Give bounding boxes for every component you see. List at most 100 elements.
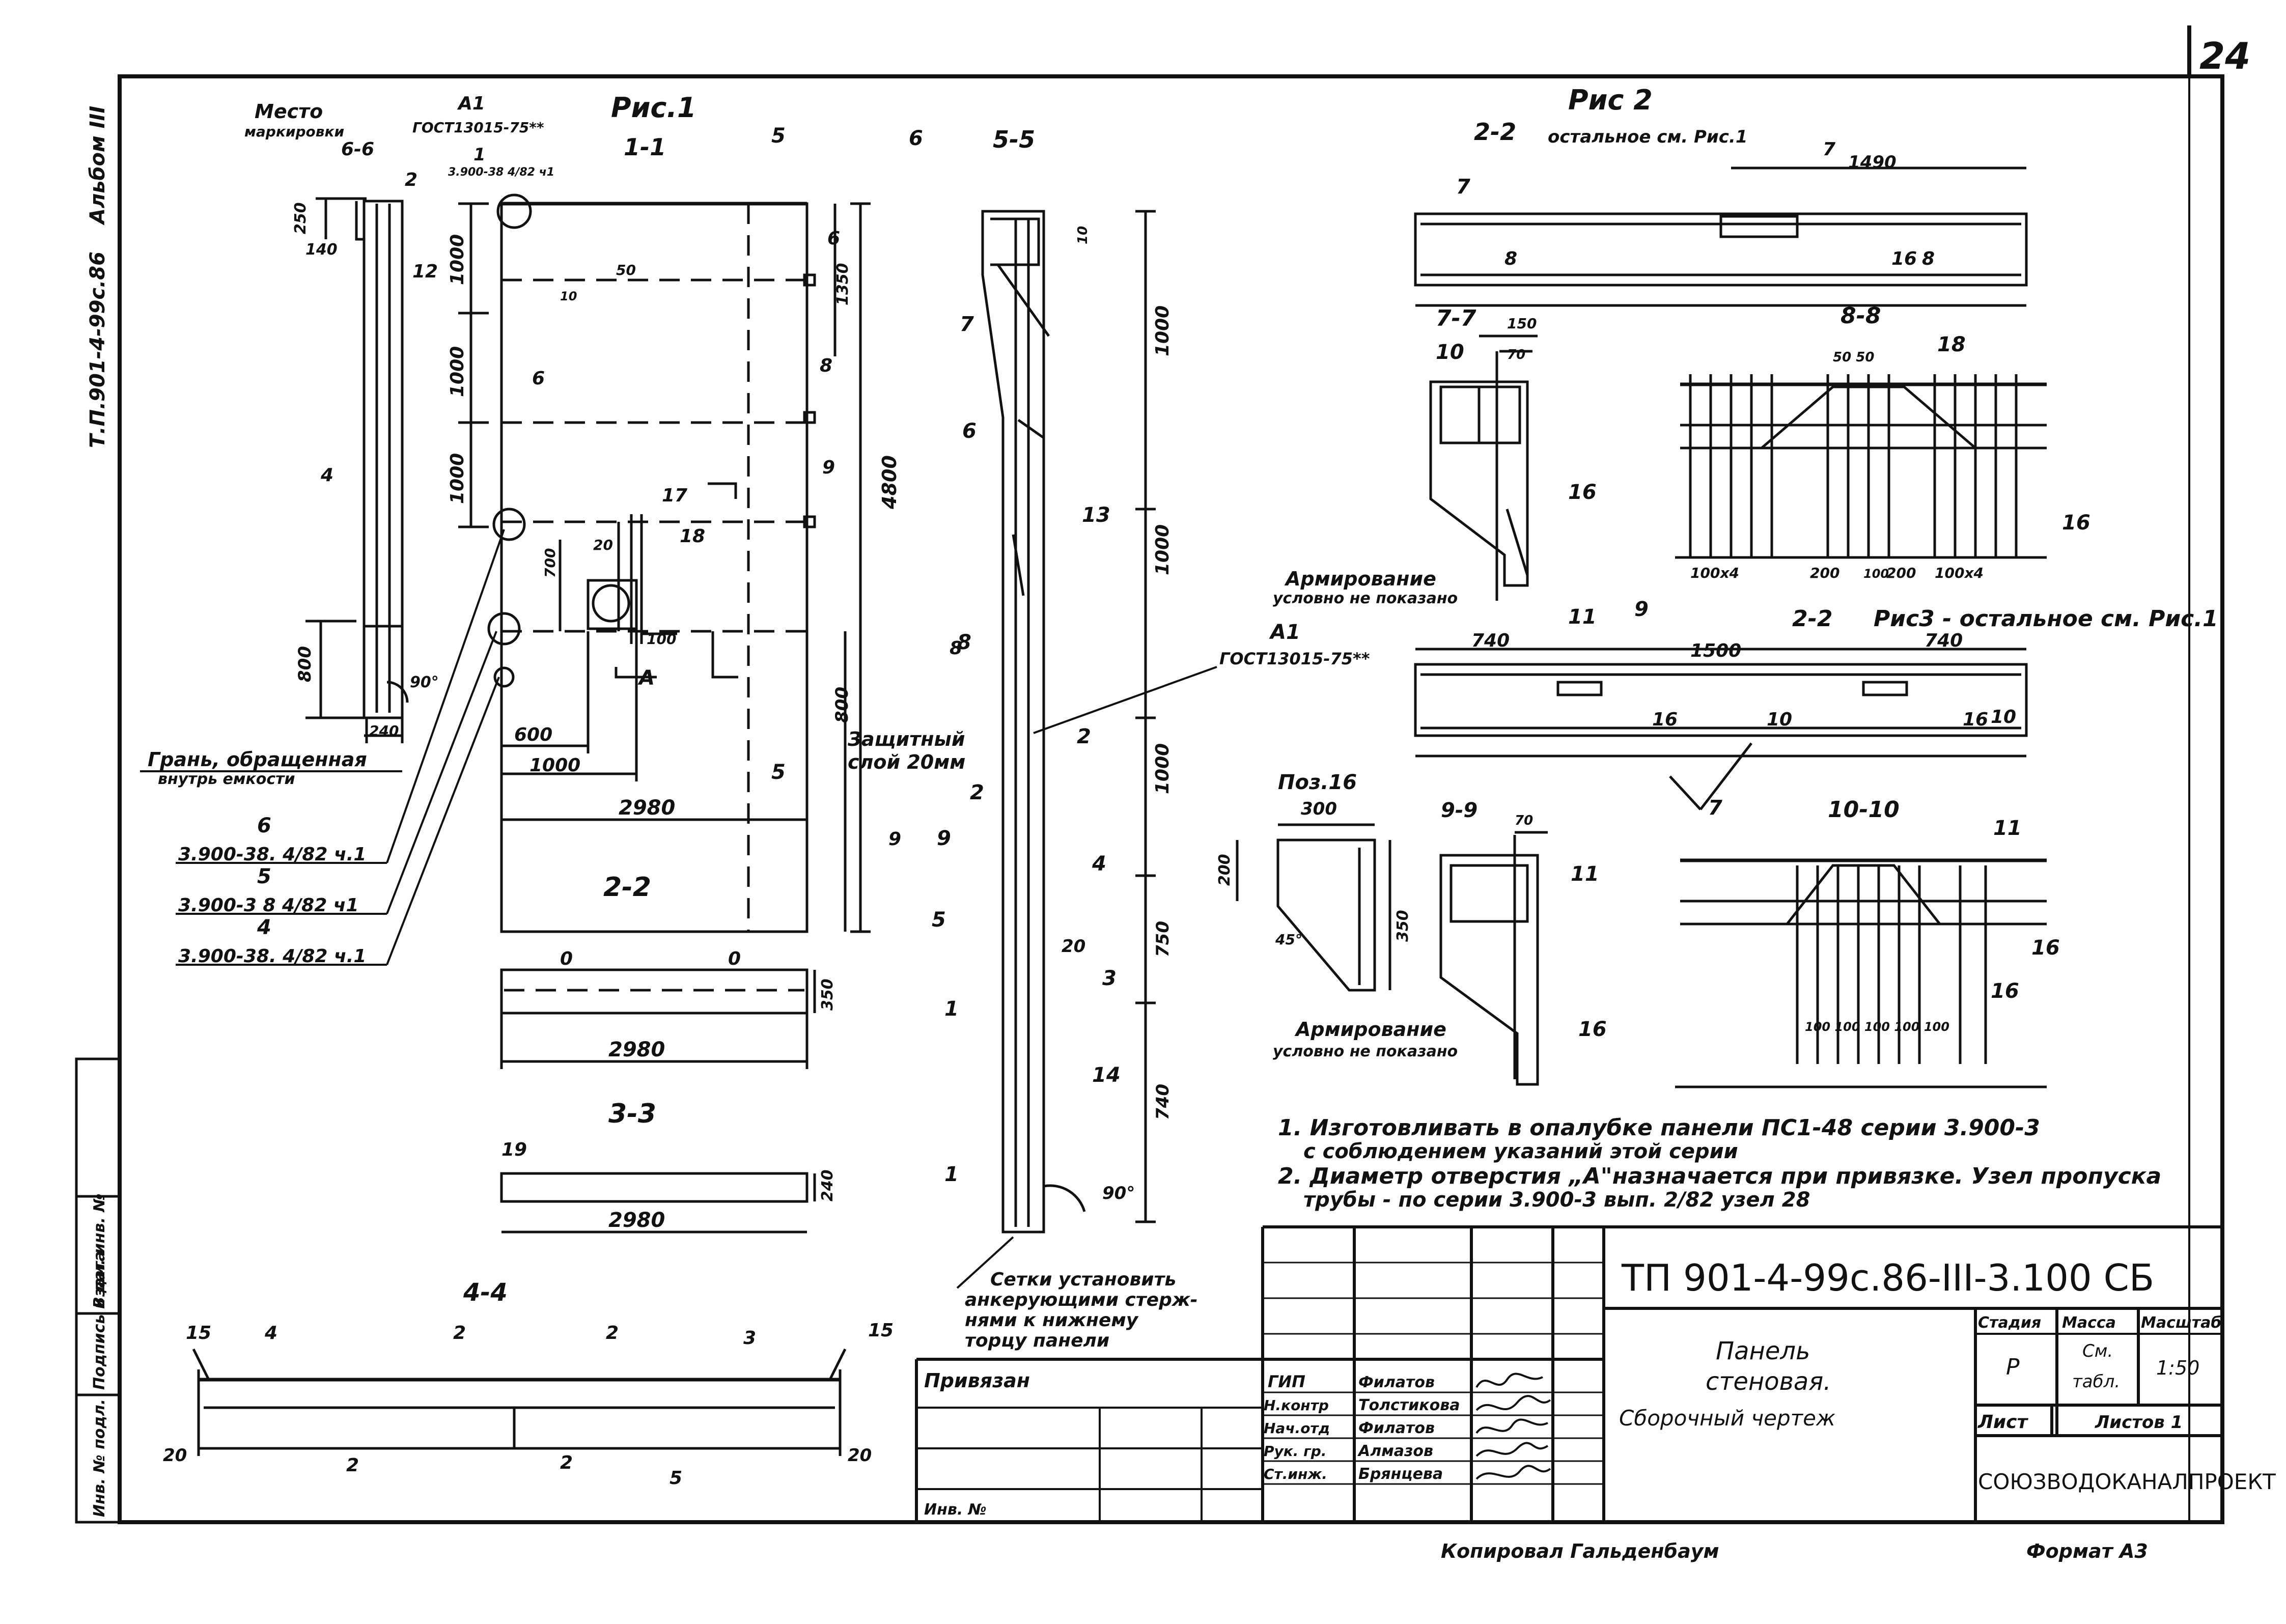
r-dim-300: 300 — [1301, 799, 1337, 819]
dim-800a: 800 — [295, 646, 315, 682]
r-dim-100x4a: 100х4 — [1690, 565, 1739, 581]
r-call-10c: 10 — [1991, 707, 2016, 727]
dim-1000b: 1000 — [447, 346, 468, 397]
org-name: СОЮЗВОДОКАНАЛПРОЕКТ — [1978, 1469, 2276, 1494]
panel-elevation — [458, 193, 871, 933]
call-2d: 2 — [560, 1452, 573, 1473]
mass-value-2: табл. — [2072, 1371, 2120, 1392]
face-note-2: внутрь емкости — [158, 770, 295, 788]
sec-3-3-title: 3-3 — [608, 1099, 656, 1129]
r-call-16b: 16 — [1568, 481, 1597, 504]
sheet-number: 24 — [2199, 35, 2250, 77]
note-2b: трубы - по серии 3.900-3 вып. 2/82 узел … — [1303, 1188, 1810, 1212]
mesh-4: торцу панели — [965, 1330, 1109, 1351]
r-call-10b: 10 — [1767, 709, 1792, 730]
side-code: Т.П.901-4-99с.86 — [86, 251, 109, 448]
side-stamp-inv: Инв. № подл. — [91, 1399, 108, 1517]
cut-5-top: 5 — [771, 124, 786, 148]
reinf-2: условно не показано — [1273, 590, 1458, 607]
call-0b: 0 — [728, 948, 741, 969]
title-name-3: Сборочный чертеж — [1619, 1406, 1835, 1431]
v-call-2: 2 — [1077, 725, 1091, 748]
r-call-16c: 16 — [2062, 511, 2090, 535]
r-call-16: 16 — [1891, 248, 1917, 269]
title-block-frame — [915, 1225, 2222, 1522]
fig3-title: Рис3 - остальное см. Рис.1 — [1874, 606, 2218, 632]
ref-leaders — [140, 529, 505, 966]
r-dim-200: 200 — [1216, 854, 1234, 886]
pos16-view — [1236, 823, 1391, 992]
call-8b: 8 — [820, 355, 832, 376]
r-call-16g: 16 — [2031, 936, 2060, 960]
format: Формат А3 — [2026, 1540, 2148, 1562]
cut-9: 9 — [888, 829, 901, 850]
v-1000a: 1000 — [1152, 305, 1173, 356]
reinf-4: условно не показано — [1273, 1043, 1458, 1060]
r-dim-200a: 200 — [1810, 565, 1839, 581]
name-2: Толстикова — [1358, 1396, 1460, 1414]
r-dim-45: 45° — [1275, 931, 1302, 948]
v-1000b: 1000 — [1152, 524, 1173, 575]
r-dim-200b: 200 — [1886, 565, 1916, 581]
section-2-2-view — [500, 968, 816, 1069]
call-4a: 4 — [264, 1323, 277, 1343]
side-stamp-replace: Взам. инв. № — [91, 1193, 108, 1308]
v-740: 740 — [1153, 1084, 1173, 1120]
r-call-9: 9 — [1634, 598, 1649, 621]
a1-gost-right: ГОСТ13015-75** — [1219, 649, 1370, 668]
ref-6-code: 3.900-38. 4/82 ч.1 — [178, 844, 366, 865]
stage-header: Стадия — [1978, 1314, 2041, 1332]
dim-90a: 90° — [410, 674, 439, 691]
dim-20r: 20 — [848, 1445, 872, 1466]
a1-leader — [1033, 666, 1217, 734]
v-call-1: 1 — [944, 997, 959, 1021]
v-call-2b: 2 — [970, 781, 984, 804]
sheets-header: Листов 1 — [2095, 1412, 2183, 1433]
r-call-16e: 16 — [1963, 709, 1988, 730]
r-call-7c: 7 — [1708, 796, 1722, 820]
call-2: 2 — [405, 170, 417, 190]
a1-label: А1 — [457, 93, 485, 114]
section-7-7-view — [1429, 334, 1538, 601]
r-call-16f: 16 — [1578, 1018, 1607, 1041]
r-dim-740b: 740 — [1925, 630, 1963, 651]
side-stamp-sign: Подпись и дата — [91, 1251, 108, 1390]
note-2a: 2. Диаметр отверстия „А"назначается при … — [1278, 1163, 2161, 1189]
stage-value: Р — [2006, 1354, 2020, 1380]
pos16-title: Поз.16 — [1278, 771, 1357, 794]
role-stinzh: Ст.инж. — [1264, 1466, 1327, 1482]
role-gip: ГИП — [1268, 1372, 1305, 1391]
fig2-title: Рис 2 — [1568, 84, 1653, 116]
r-call-7b: 7 — [1823, 139, 1835, 160]
r-call-8b: 8 — [1922, 248, 1935, 269]
mass-value-1: См. — [2082, 1341, 2113, 1361]
ref-4-num: 4 — [257, 916, 271, 939]
sec-1-1-title: 1-1 — [624, 133, 666, 161]
ref-6-num: 6 — [257, 814, 271, 837]
fig2-beam — [1414, 166, 2028, 307]
cut-5-bot: 5 — [771, 761, 786, 784]
call-5c: 5 — [670, 1468, 682, 1489]
call-0a: 0 — [560, 948, 573, 969]
r-dim-100x4b: 100х4 — [1935, 565, 1984, 581]
r-call-11b: 11 — [1571, 862, 1599, 886]
reinf-1: Армирование — [1284, 568, 1436, 590]
r-dim-70a: 70 — [1507, 347, 1525, 362]
dim-100: 100 — [647, 631, 676, 648]
scale-header: Масштаб — [2141, 1314, 2221, 1332]
mesh-2: анкерующими стерж- — [965, 1290, 1198, 1310]
call-9: 9 — [822, 457, 835, 478]
signatures — [1475, 1373, 1551, 1480]
note-1b: с соблюдением указаний этой серии — [1303, 1140, 1738, 1163]
dim-4800: 4800 — [878, 455, 901, 510]
v-750: 750 — [1153, 921, 1173, 957]
section-6-6 — [305, 197, 409, 743]
v-90: 90° — [1102, 1183, 1135, 1203]
sec-6-6-title: 6-6 — [341, 139, 374, 160]
name-4: Алмазов — [1357, 1442, 1433, 1460]
dim-1000h: 1000 — [529, 755, 580, 776]
protect-2: слой 20мм — [848, 751, 965, 773]
mass-header: Масса — [2062, 1314, 2116, 1332]
section-3-3-view — [500, 1172, 816, 1234]
